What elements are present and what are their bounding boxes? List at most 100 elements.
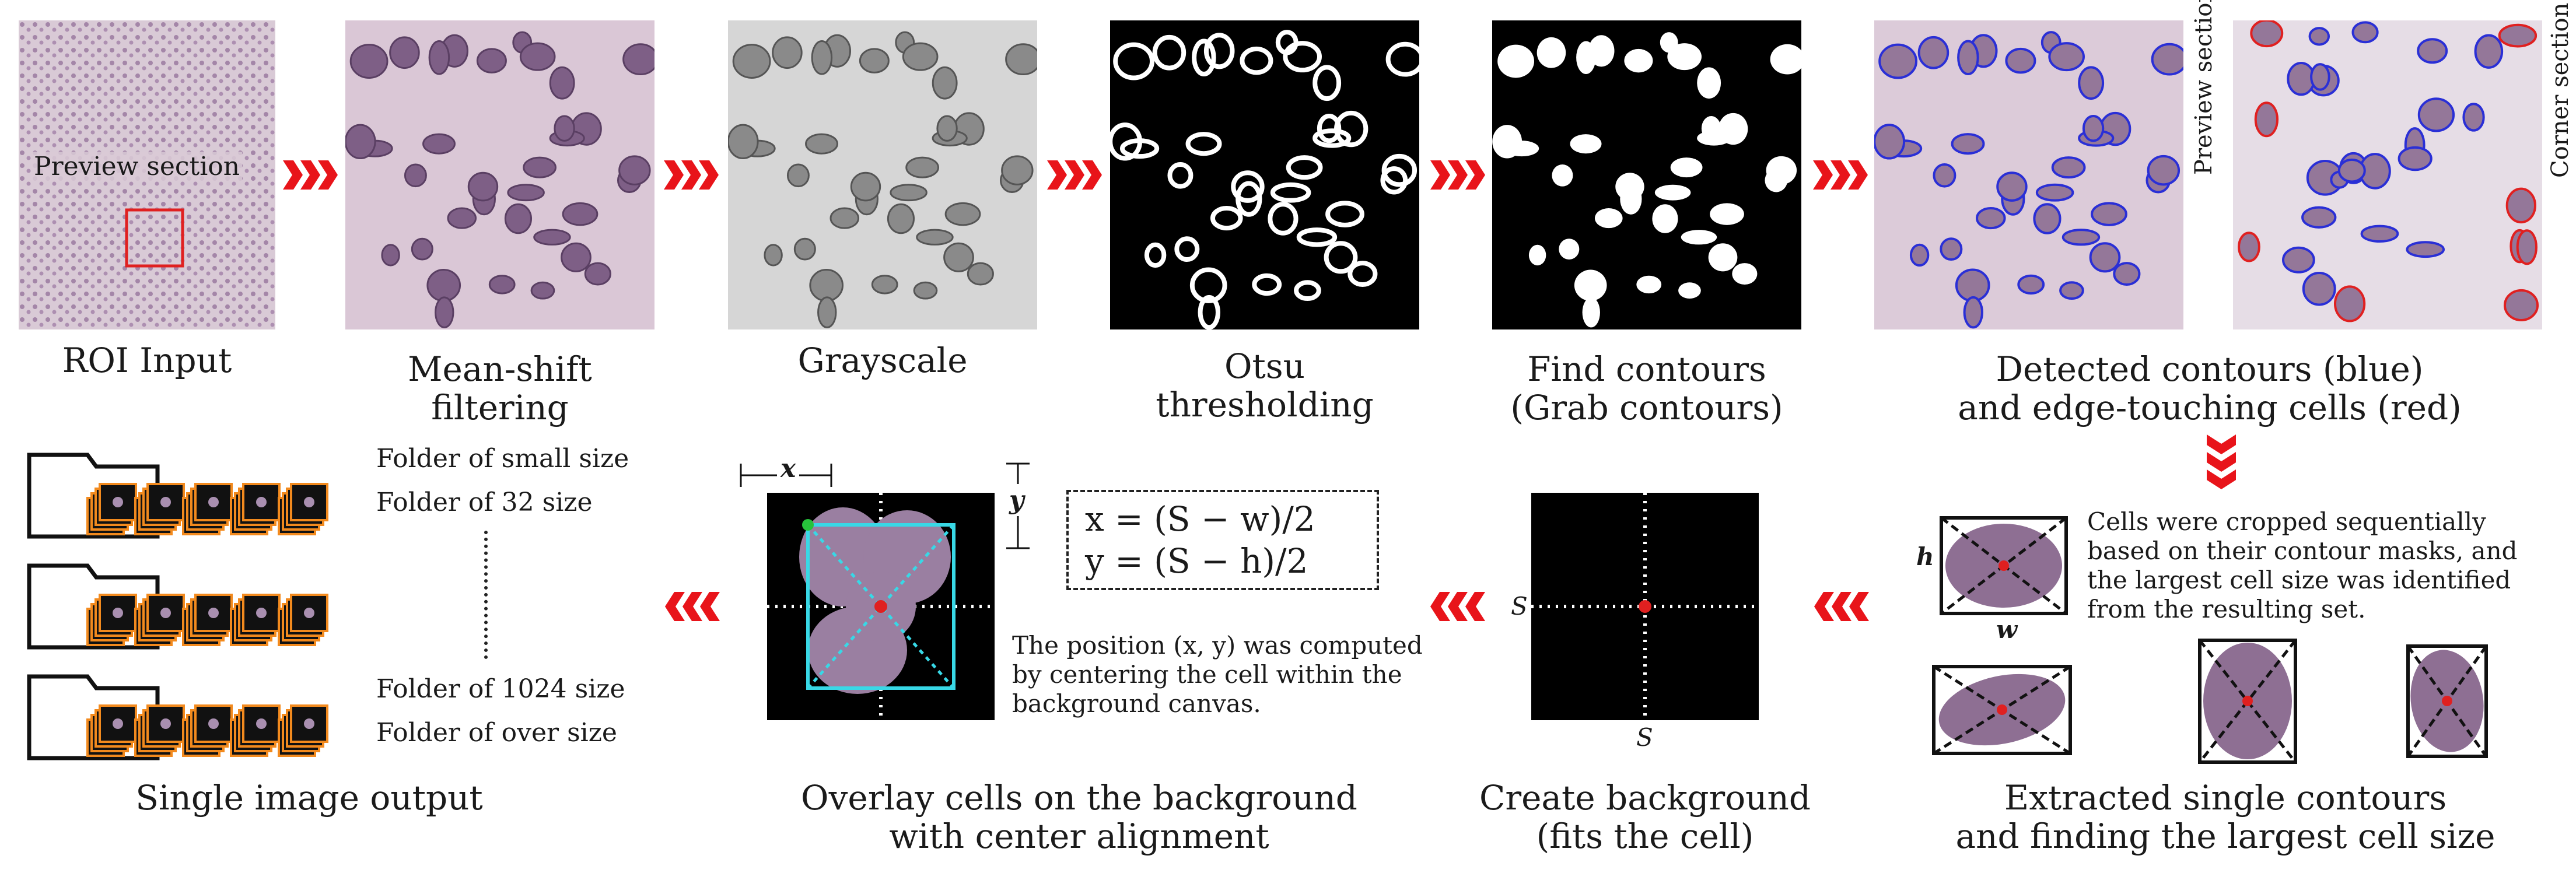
cell-mark — [1701, 116, 1721, 141]
cell-mark — [381, 244, 400, 267]
cell-mark — [2147, 155, 2180, 186]
cell-mark — [426, 269, 461, 302]
cell-mark — [2017, 274, 2045, 295]
cell-mark — [1770, 44, 1801, 75]
cell-mark — [2351, 21, 2379, 44]
cell-mark — [1670, 157, 1703, 178]
cell-mark — [1348, 261, 1378, 288]
cell-mark — [1110, 122, 1143, 161]
cell-mark — [1231, 170, 1265, 203]
cell-mark — [2005, 47, 2036, 74]
cell-mark — [1005, 43, 1037, 76]
cell-mark — [1385, 41, 1419, 77]
grayscale-caption: Grayscale — [797, 341, 968, 380]
cell-mark — [1582, 297, 1600, 328]
cell-mark — [1624, 48, 1653, 73]
cell-mark — [887, 203, 915, 234]
cell-mark — [859, 48, 890, 73]
cell-mark — [2091, 202, 2127, 226]
cell-mark — [1975, 207, 2006, 230]
cell-mark — [1678, 282, 1701, 299]
cell-mark — [913, 281, 938, 300]
arrow-right-icon — [283, 160, 338, 190]
meanshift-image — [345, 20, 654, 329]
extracted-cell-2 — [1932, 665, 2072, 755]
cell-mark — [2238, 232, 2260, 262]
contours-caption-line1: Find contours — [1527, 349, 1766, 389]
cell-mark — [1113, 42, 1155, 80]
cell-mark — [936, 115, 958, 142]
roi-preview-label: Preview section — [32, 152, 243, 181]
cell-mark — [2310, 63, 2330, 91]
cell-mark — [1594, 208, 1623, 229]
extracted-caption-line1: Extracted single contours — [2004, 778, 2447, 818]
meanshift-caption: Mean-shift filtering — [345, 350, 654, 427]
cell-mark — [2151, 43, 2183, 76]
cell-mark — [1536, 37, 1566, 68]
cell-mark — [2474, 34, 2504, 69]
cell-mark — [507, 184, 545, 202]
cell-mark — [2505, 187, 2537, 224]
meanshift-caption-line2: filtering — [431, 388, 569, 427]
folder-group-2 — [23, 548, 350, 653]
arrow-down-icon — [2207, 434, 2236, 489]
cell-mark — [422, 133, 456, 155]
roi-caption: ROI Input — [62, 341, 232, 380]
cell-mark — [1681, 230, 1717, 245]
cell-mark — [622, 43, 654, 76]
cell-mark — [349, 44, 388, 79]
cell-mark — [1570, 134, 1602, 154]
cell-mark — [890, 184, 928, 202]
cell-mark — [2417, 97, 2455, 132]
cell-mark — [1933, 163, 1957, 188]
overlay-formula-x: x = (S − w)/2 — [1085, 499, 1315, 539]
background-s-bottom: S — [1636, 723, 1653, 752]
cell-mark — [1294, 280, 1321, 301]
overlay-formula-y: y = (S − h)/2 — [1085, 541, 1308, 581]
cell-mark — [411, 237, 433, 261]
cell-mark — [1210, 206, 1243, 231]
contours-caption: Find contours (Grab contours) — [1492, 350, 1801, 427]
cell-mark — [2417, 38, 2448, 64]
tile-cell — [160, 497, 171, 507]
cell-mark — [2051, 156, 2086, 179]
extracted-cell-4 — [2406, 644, 2488, 758]
cell-mark — [1185, 132, 1222, 156]
tile-cell — [256, 718, 267, 729]
cell-mark — [404, 163, 427, 188]
folder-group-3 — [23, 659, 350, 764]
arrow-right-icon — [1430, 160, 1485, 190]
extracted-cell-main — [1940, 516, 2068, 615]
cell-mark — [2302, 272, 2336, 306]
cell-mark — [1528, 244, 1546, 266]
cell-mark — [1574, 269, 1607, 301]
output-caption: Single image output — [135, 778, 483, 818]
tile-cell — [113, 718, 123, 729]
cell-mark — [2254, 101, 2279, 138]
cell-mark — [1667, 43, 1702, 71]
detected-corner-image — [2233, 20, 2542, 329]
cell-mark — [1198, 294, 1220, 329]
cell-mark — [584, 262, 611, 286]
cell-mark — [1909, 243, 1930, 267]
extracted-caption: Extracted single contours and finding th… — [1890, 779, 2561, 856]
cell-mark — [1001, 155, 1034, 185]
cell-mark — [732, 44, 771, 79]
cell-mark — [811, 40, 833, 75]
vertical-ellipsis — [484, 531, 494, 659]
cell-mark — [1576, 41, 1596, 75]
cell-mark — [1174, 236, 1200, 262]
folder-group-1 — [23, 437, 350, 542]
cell-mark — [916, 229, 954, 246]
cell-mark — [2089, 242, 2121, 273]
cell-mark — [1268, 202, 1298, 236]
cell-mark — [2337, 158, 2366, 183]
cell-mark — [435, 296, 454, 328]
cell-mark — [902, 42, 939, 71]
cell-mark — [1654, 184, 1691, 201]
tile-cell — [208, 497, 219, 507]
extracted-description: Cells were cropped sequentially based on… — [2087, 507, 2518, 623]
extracted-cell-3 — [2198, 639, 2297, 764]
cell-mark — [764, 244, 783, 267]
cell-mark — [2398, 146, 2432, 171]
